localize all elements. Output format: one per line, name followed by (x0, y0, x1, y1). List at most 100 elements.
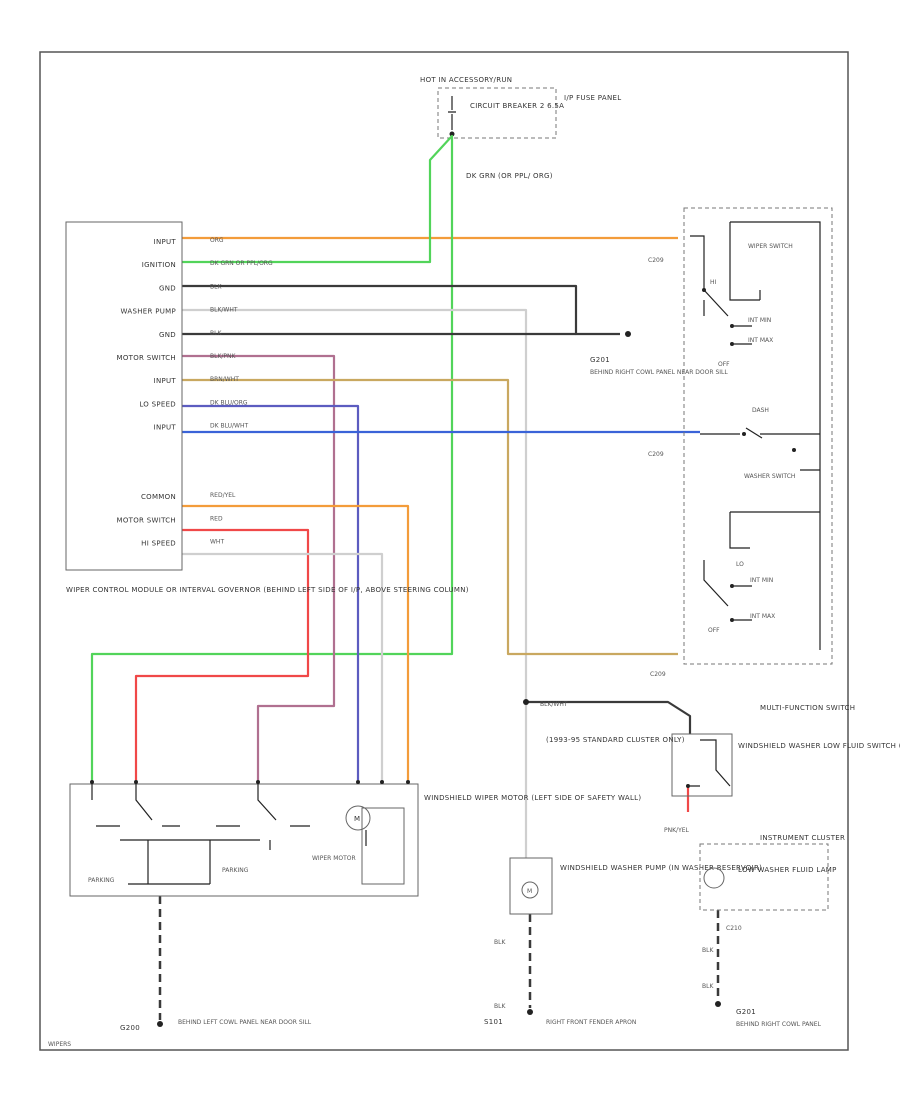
motor-terminal-4 (356, 780, 360, 784)
module-pin-wire-label: RED/YEL (210, 492, 236, 499)
connector-c209-mid: C209 (648, 451, 664, 458)
module-pin-wire-label: BLK/WHT (210, 307, 238, 314)
wiper-motor-box (69, 783, 419, 897)
module-pin-label: MOTOR SWITCH (117, 354, 176, 362)
splice-s101-location: RIGHT FRONT FENDER APRON (546, 1019, 636, 1026)
instrument-cluster-outline (699, 843, 829, 911)
wiper-control-module: WIPER CONTROL MODULE OR INTERVAL GOVERNO… (65, 221, 469, 594)
low-washer-fluid-lamp-label: LOW WASHER FLUID LAMP (738, 866, 837, 874)
blk-label-cluster-2: BLK (702, 983, 714, 990)
wire-black-gnd-1 (182, 284, 620, 336)
module-pin-wire-label: DK GRN OR PPL/ORG (210, 260, 273, 267)
fuse-panel-header: HOT IN ACCESSORY/RUN (420, 76, 512, 84)
circuit-breaker-symbol (448, 96, 456, 130)
diagram-frame (39, 51, 849, 1051)
ground-g200-location: BEHIND LEFT COWL PANEL NEAR DOOR SILL (178, 1019, 312, 1026)
splice-s101-symbol (527, 1009, 533, 1015)
washer-pump-wire: BLK/WHT (540, 701, 568, 708)
wire-white-hi-speed (182, 552, 384, 780)
low-fluid-switch-name: WINDSHIELD WASHER LOW FLUID SWITCH (IN W… (738, 742, 900, 750)
washer-pump-box (509, 857, 553, 915)
washer-pump-symbol (521, 881, 539, 899)
footer-label: WIPERS (48, 1041, 71, 1048)
module-pin-wire-label: BLK (210, 330, 222, 337)
wiper-motor: M WINDSHIELD WIPER MOTOR (LEFT SIDE OF S… (69, 780, 641, 897)
module-pin-wire-label: DK BLU/WHT (210, 423, 248, 430)
wiper-motor-inner-label: WIPER MOTOR (312, 855, 356, 862)
connector-c209-top: C209 (648, 257, 664, 264)
wiper-motor-symbol (345, 805, 371, 831)
ground-g201-bottom-symbol (715, 1001, 721, 1007)
connector-c210: C210 (726, 925, 742, 932)
wire-tan-input (182, 378, 678, 656)
switch-contact-1 (702, 288, 706, 292)
ground-g201-location: BEHIND RIGHT COWL PANEL NEAR DOOR SILL (590, 369, 728, 376)
blk-label-pump-1: BLK (494, 939, 506, 946)
ground-g201-symbol (625, 331, 631, 337)
blk-label-pump-2: BLK (494, 1003, 506, 1010)
module-pin-label: LO SPEED (139, 400, 176, 408)
switch-dash-label: DASH (752, 407, 769, 414)
module-pin-label: COMMON (141, 493, 176, 501)
wire-red-motor-switch (134, 528, 310, 780)
bottom-grounds: G200 BEHIND LEFT COWL PANEL NEAR DOOR SI… (48, 699, 822, 1048)
module-pin-wire-label: RED (210, 515, 223, 522)
blk-label-cluster-1: BLK (702, 947, 714, 954)
switch-contact-5 (792, 448, 796, 452)
switch-contact-6 (730, 584, 734, 588)
switch-off-label: OFF (718, 361, 730, 368)
module-pin-wire-label: BLK (210, 283, 222, 290)
low-fluid-switch-contacts (690, 739, 731, 787)
washer-pump-note: (1993-95 STANDARD CLUSTER ONLY) (546, 736, 685, 744)
wire-green-ignition (90, 134, 454, 780)
module-pin-label: GND (159, 284, 176, 292)
motor-terminal-1 (90, 780, 94, 784)
circuit-breaker-label: CIRCUIT BREAKER 2 6.5A (470, 102, 564, 110)
parking-label-left: PARKING (88, 877, 115, 884)
module-pin-label: HI SPEED (141, 540, 176, 548)
instrument-cluster: INSTRUMENT CLUSTER LOW WASHER FLUID LAMP… (699, 834, 845, 932)
switch-outline (683, 207, 833, 665)
washer-pump: M WINDSHIELD WASHER PUMP (IN WASHER RESE… (509, 701, 762, 915)
switch-int-min-label-2: INT MIN (750, 577, 773, 584)
washer-switch-label: WASHER SWITCH (744, 473, 795, 480)
instrument-cluster-name: INSTRUMENT CLUSTER (760, 834, 845, 842)
module-box (65, 221, 183, 571)
module-pin-label: INPUT (154, 377, 177, 385)
motor-terminal-6 (406, 780, 410, 784)
module-pin-wire-label: WHT (210, 539, 224, 546)
motor-terminal-2 (134, 780, 138, 784)
motor-terminal-5 (380, 780, 384, 784)
wiper-motor-contacts (91, 780, 367, 885)
ground-g201-bottom-name: G201 (736, 1008, 756, 1016)
circuit-breaker-dot (449, 131, 455, 137)
module-pin-label: WASHER PUMP (121, 308, 176, 316)
ground-g201-bottom-location: BEHIND RIGHT COWL PANEL (736, 1021, 822, 1028)
fuse-panel-outline (437, 87, 557, 139)
switch-lo-label: LO (736, 561, 744, 568)
switch-int-min-label: INT MIN (748, 317, 771, 324)
switch-contact-2 (730, 324, 734, 328)
motor-terminal-3 (256, 780, 260, 784)
connector-c209-bottom: C209 (650, 671, 666, 678)
low-fluid-switch: WINDSHIELD WASHER LOW FLUID SWITCH (IN W… (664, 733, 900, 834)
multi-function-switch-label: MULTI-FUNCTION SWITCH (760, 704, 855, 712)
wire-orange-common (182, 504, 410, 780)
pump-feed-splice (523, 699, 529, 705)
wiper-motor-m-icon: M (354, 815, 360, 823)
module-pin-label: MOTOR SWITCH (117, 516, 176, 524)
wiper-motor-name: WINDSHIELD WIPER MOTOR (LEFT SIDE OF SAF… (424, 794, 641, 802)
washer-pump-m-icon: M (527, 888, 532, 895)
module-pin-label: INPUT (154, 238, 177, 246)
feed-wire-label: DK GRN (OR PPL/ ORG) (466, 172, 553, 180)
module-name-1: WIPER CONTROL MODULE OR INTERVAL GOVERNO… (66, 586, 469, 594)
multi-function-switch: MULTI-FUNCTION SWITCH WIPER SWITCH HI LO… (648, 207, 855, 712)
switch-hi-label: HI (710, 279, 717, 286)
wire-mauve-motor-switch (182, 354, 336, 780)
ground-g200-symbol (157, 1021, 163, 1027)
wire-black-pump-feed (526, 700, 692, 734)
switch-off-label-2: OFF (708, 627, 720, 634)
low-fluid-contact (686, 784, 690, 788)
